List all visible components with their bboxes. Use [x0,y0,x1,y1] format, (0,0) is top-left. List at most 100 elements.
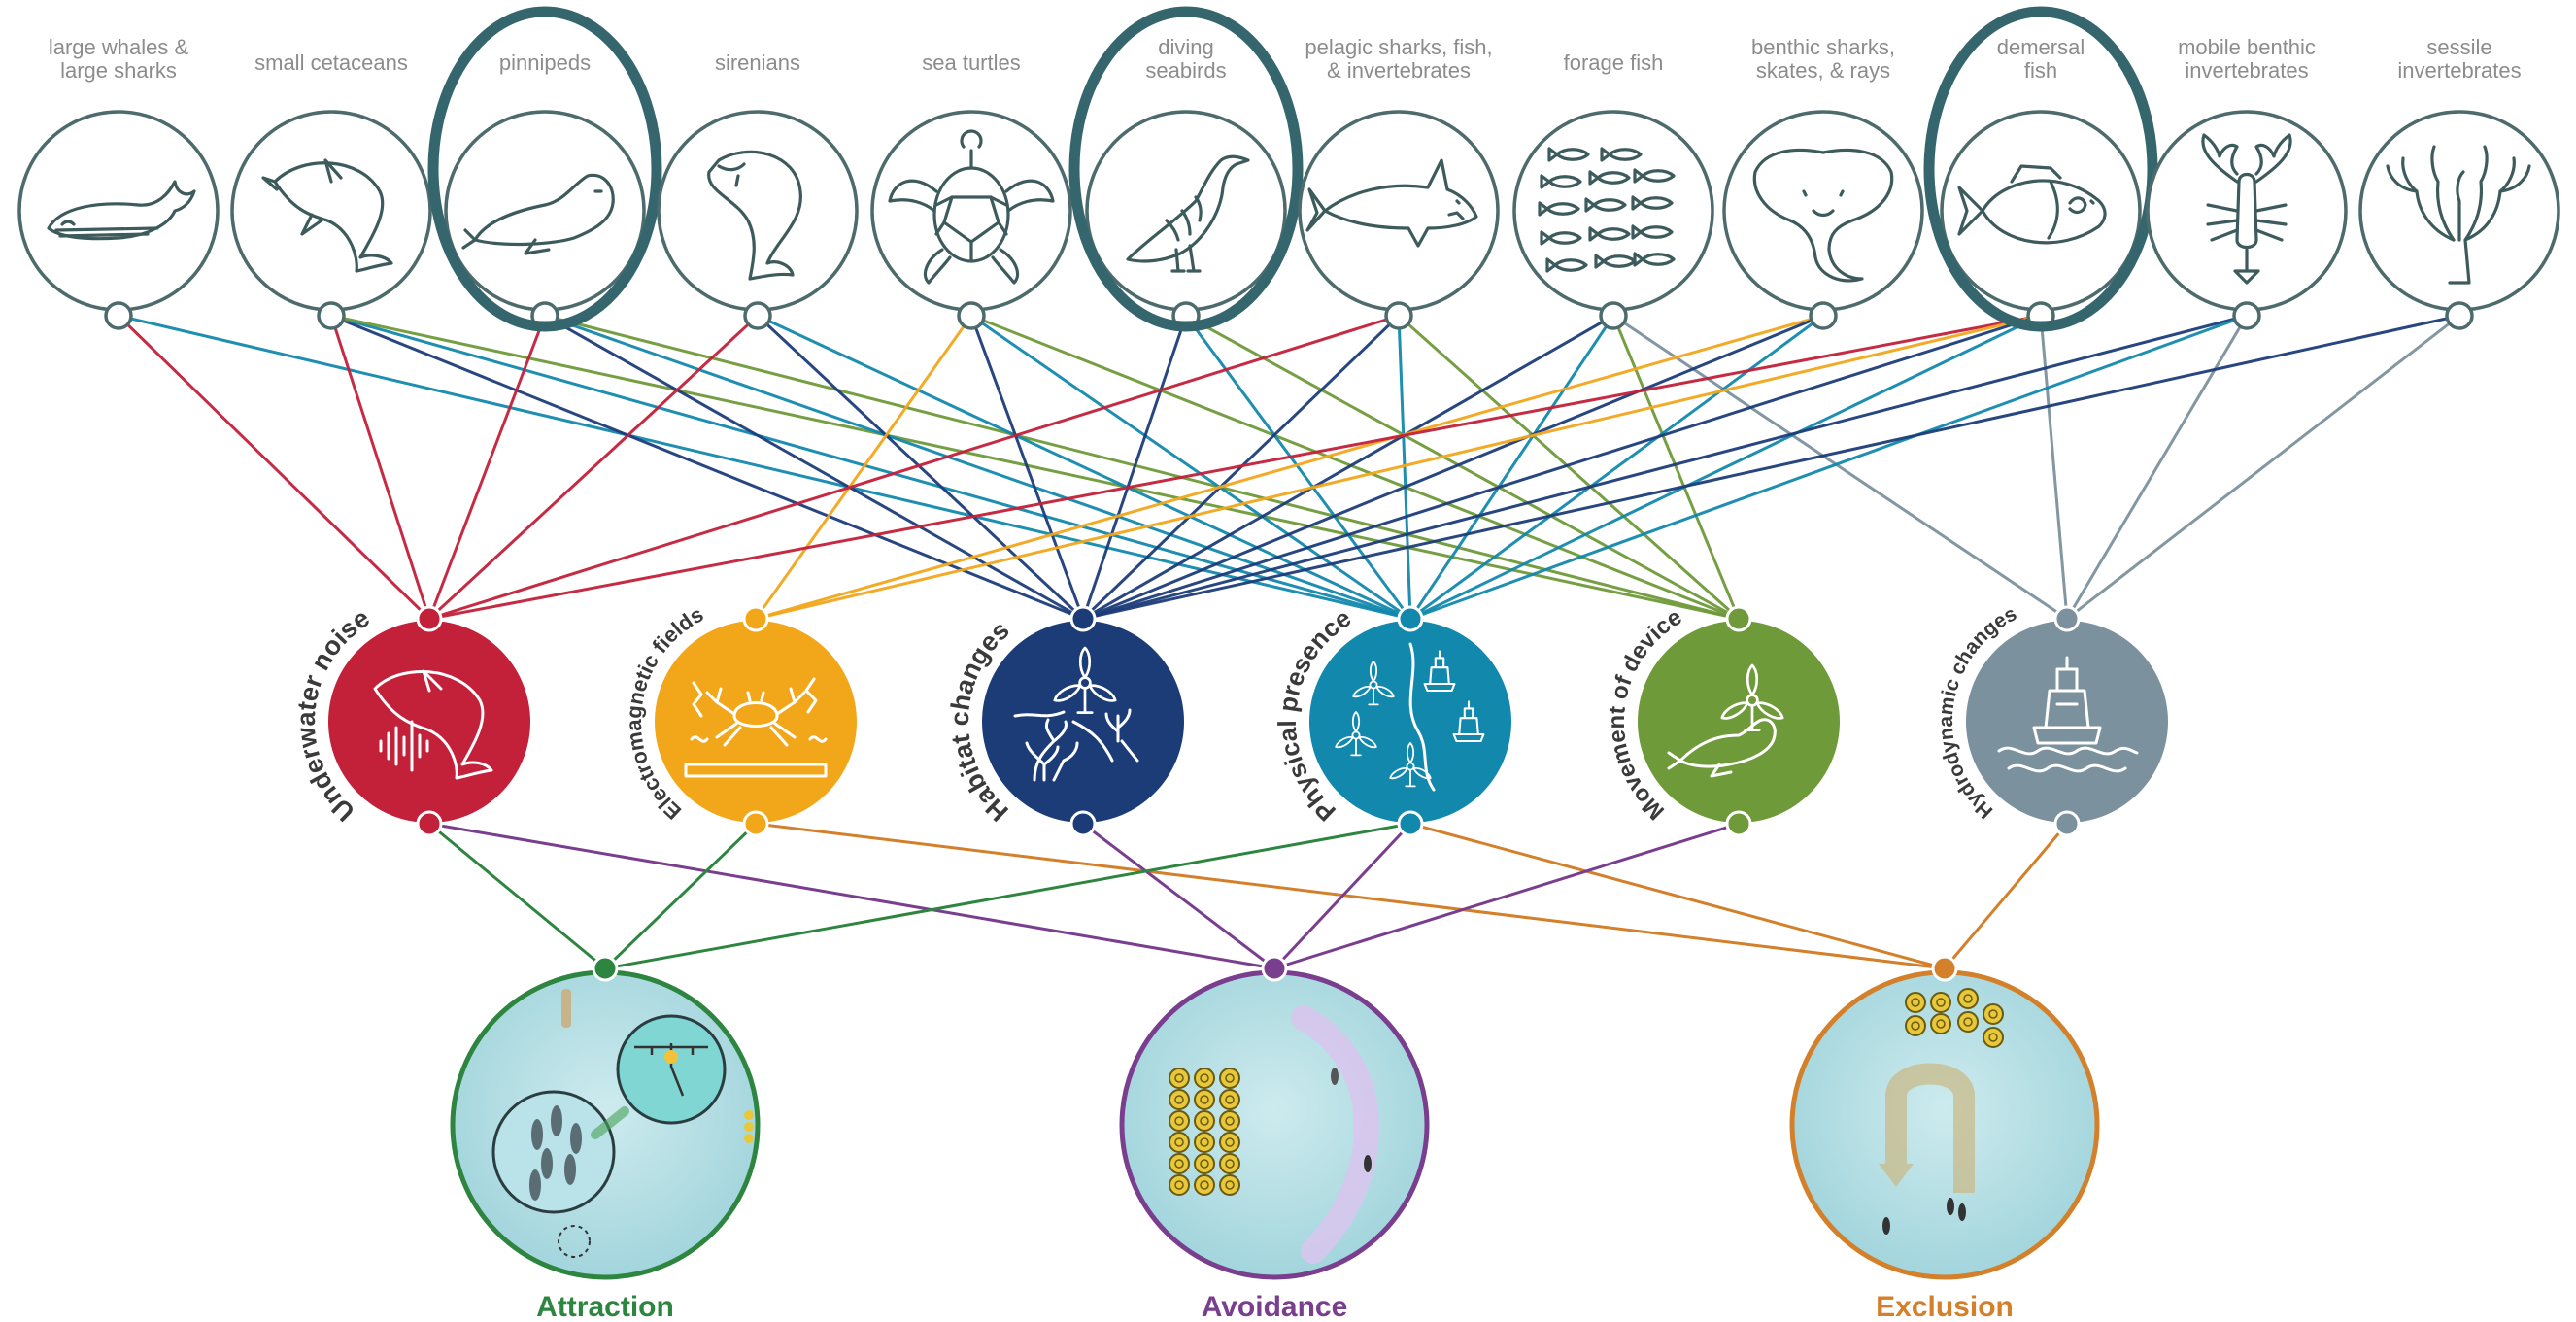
link-habitat-to-avoidance [1082,822,1275,970]
stressor-circle [1966,621,2168,823]
link-sirenians-to-habitat [756,314,1085,621]
outcome-label: Attraction [536,1291,674,1322]
taxon-node-cetaceans: small cetaceans [230,51,432,330]
link-emf-to-attraction [603,822,758,970]
stressor-node-emf: Electromagnetic fields [622,601,857,837]
taxon-label: demersal [1997,35,2085,59]
highlight-ellipse [427,6,662,332]
shark-icon [1305,158,1478,248]
stressor-circle [328,621,530,823]
taxon-label: sessile [2426,35,2491,59]
stressor-node-noise: Underwater noise [291,603,530,837]
stressor-circle [1638,621,1840,823]
taxon-connector-dot [1809,301,1838,330]
stressor-bottom-dot [1069,810,1097,837]
link-mobileinv-to-hydro [2065,315,2249,620]
taxon-connector-dot [1599,301,1628,330]
taxon-circle [2146,110,2348,312]
link-whales-to-noise [117,314,431,621]
link-cetaceans-to-noise [329,315,431,620]
taxon-label: & invertebrates [1327,58,1471,83]
link-turtles-to-emf [754,315,973,620]
link-forage-to-presence [1408,315,1615,620]
outcome-node-attraction: Attraction [450,955,761,1322]
link-demersal-to-habitat [1082,314,2042,621]
stressor-top-dot [1397,605,1424,632]
dolphin-icon [261,158,393,273]
stressor-bottom-dot [742,810,769,837]
outcome-top-dot [1261,955,1288,982]
stressor-top-dot [742,605,769,632]
taxon-circle [657,110,859,312]
taxon-label: skates, & rays [1756,58,1890,83]
taxon-circle [870,110,1072,312]
taxon-label: fish [2024,58,2057,83]
stressor-bottom-dot [2053,810,2081,837]
taxon-node-turtles: sea turtles [870,51,1072,330]
link-demersal-to-presence [1409,314,2042,621]
link-sessile-to-hydro [2066,314,2460,621]
taxon-label: mobile benthic [2178,35,2316,59]
turbine-array-avoidance-illustration [1169,1005,1379,1264]
taxon-node-whales: large whales &large sharks [17,35,220,330]
stressor-node-presence: Physical presence [1272,603,1511,837]
outcome-node-avoidance: Avoidance [1119,955,1430,1322]
taxon-label: invertebrates [2185,58,2308,83]
stressor-node-habitat: Habitat changes [945,605,1184,837]
taxon-connector-dot [2445,301,2474,330]
taxon-node-pinnipeds: pinnipeds [427,6,662,332]
taxon-label: benthic sharks, [1751,35,1895,59]
stressor-node-movement: Movement of device [1604,604,1840,837]
link-turtles-to-movement [970,314,1740,621]
taxon-circle [1722,110,1924,312]
outcome-top-dot [592,955,619,982]
outcome-label: Avoidance [1202,1291,1348,1322]
stressor-node-hydro: Hydrodynamic changes [1935,602,2168,837]
taxon-label: large sharks [60,58,177,83]
taxon-label: large whales & [49,35,189,59]
link-noise-to-avoidance [428,822,1275,970]
link-emf-to-exclusion [755,822,1946,970]
taxon-connector-dot [743,301,772,330]
link-pinnipeds-to-presence [544,314,1411,621]
cormorant-icon [1126,154,1250,273]
link-sirenians-to-presence [757,314,1411,621]
stressor-circle [1309,621,1511,823]
stressor-bottom-dot [1397,810,1424,837]
taxon-circle [1298,110,1500,312]
link-turtles-to-presence [970,314,1411,621]
link-cetaceans-to-movement [330,314,1740,621]
crab-cable-icon [684,677,828,778]
fish-school-icon [1538,147,1676,273]
link-demersal-to-hydro [2039,315,2069,620]
link-forage-to-hydro [1612,314,2068,621]
stressor-top-dot [1069,605,1097,632]
link-demersal-to-noise [428,314,2042,621]
link-benthic-to-presence [1409,314,1824,621]
taxon-label: diving [1158,35,1213,59]
taxon-label: small cetaceans [254,51,408,75]
taxon-connector-dot [957,301,986,330]
taxon-circle [17,110,220,312]
link-sessile-to-habitat [1082,314,2460,621]
seal-turbine-icon [1667,663,1784,778]
stressor-bottom-dot [1725,810,1752,837]
highlight-ellipse [1923,6,2158,332]
link-presence-to-attraction [604,822,1411,970]
highlight-ellipse [1068,6,1304,332]
link-pelagic-to-noise [428,314,1400,621]
link-sirenians-to-noise [427,314,760,621]
stressor-top-dot [2053,605,2081,632]
link-noise-to-attraction [428,822,606,970]
coral-icon [2386,145,2531,285]
fish-aggregation-illustration [491,989,754,1258]
taxon-node-benthic: benthic sharks,skates, & rays [1722,35,1924,330]
link-pinnipeds-to-noise [427,315,547,620]
taxon-connector-dot [2232,301,2261,330]
link-cetaceans-to-habitat [330,314,1084,621]
